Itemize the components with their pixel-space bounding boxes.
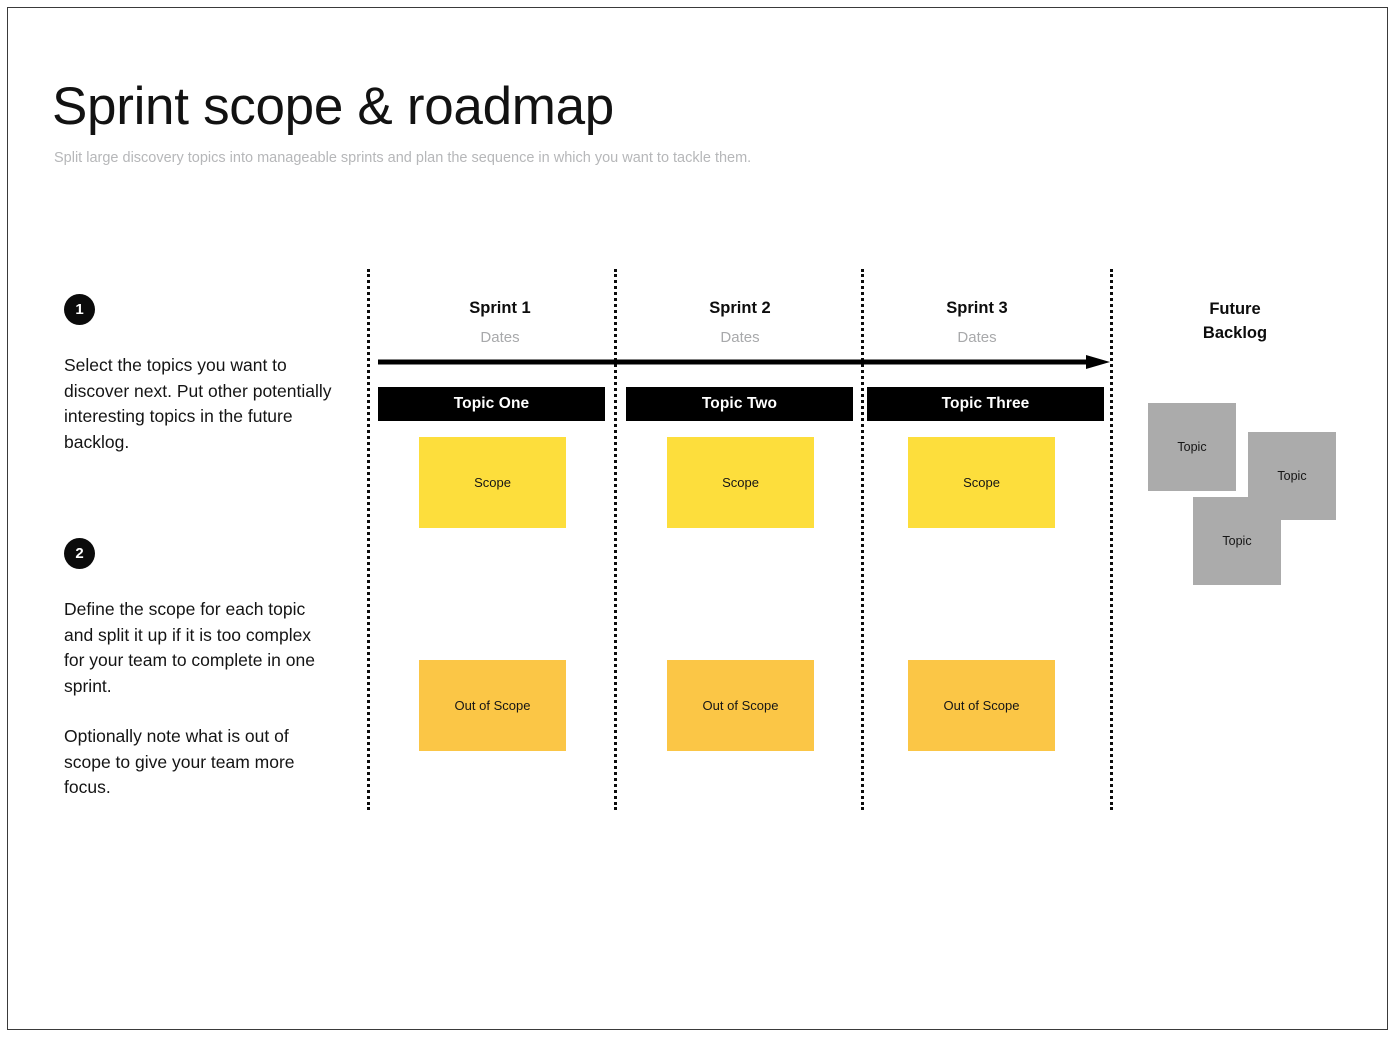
step-2-paragraph-2: Optionally note what is out of scope to … [64, 726, 295, 797]
step-2: 2 Define the scope for each topic and sp… [64, 538, 336, 801]
topic-bar-sprint-3[interactable]: Topic Three [867, 387, 1104, 421]
page-title: Sprint scope & roadmap [52, 77, 614, 136]
step-1-paragraph-1: Select the topics you want to discover n… [64, 355, 332, 452]
column-divider-4 [1110, 269, 1113, 810]
step-1-badge: 1 [64, 294, 95, 325]
sprint-2-name: Sprint 2 [709, 299, 771, 317]
sprint-3-dates[interactable]: Dates [957, 329, 997, 346]
step-1: 1 Select the topics you want to discover… [64, 294, 336, 455]
sprint-2-header: Sprint 2 Dates [616, 298, 864, 347]
backlog-card-1[interactable]: Topic [1148, 403, 1236, 491]
future-backlog-title-line-2: Backlog [1202, 324, 1268, 342]
sprint-1-header: Sprint 1 Dates [376, 298, 624, 347]
sprint-3-header: Sprint 3 Dates [853, 298, 1101, 347]
topic-bar-sprint-2[interactable]: Topic Two [626, 387, 853, 421]
timeline-arrow [378, 355, 1110, 369]
sprint-2-dates[interactable]: Dates [720, 329, 760, 346]
scope-card-sprint-1[interactable]: Scope [419, 437, 566, 528]
topic-bar-sprint-1[interactable]: Topic One [378, 387, 605, 421]
future-backlog-title-line-1: Future [1209, 300, 1261, 318]
column-divider-2 [614, 269, 617, 810]
column-divider-1 [367, 269, 370, 810]
out-of-scope-card-sprint-1[interactable]: Out of Scope [419, 660, 566, 751]
future-backlog-title: Future Backlog [1155, 297, 1315, 345]
out-of-scope-card-sprint-3[interactable]: Out of Scope [908, 660, 1055, 751]
step-2-badge: 2 [64, 538, 95, 569]
page-subtitle: Split large discovery topics into manage… [54, 150, 752, 166]
scope-card-sprint-2[interactable]: Scope [667, 437, 814, 528]
sprint-1-name: Sprint 1 [469, 299, 531, 317]
right-arrow-icon [378, 355, 1110, 369]
out-of-scope-card-sprint-2[interactable]: Out of Scope [667, 660, 814, 751]
step-2-text: Define the scope for each topic and spli… [64, 597, 336, 801]
sprint-3-name: Sprint 3 [946, 299, 1008, 317]
scope-card-sprint-3[interactable]: Scope [908, 437, 1055, 528]
step-1-text: Select the topics you want to discover n… [64, 353, 336, 455]
step-2-paragraph-1: Define the scope for each topic and spli… [64, 599, 315, 696]
column-divider-3 [861, 269, 864, 810]
backlog-card-3[interactable]: Topic [1193, 497, 1281, 585]
sprint-1-dates[interactable]: Dates [480, 329, 520, 346]
